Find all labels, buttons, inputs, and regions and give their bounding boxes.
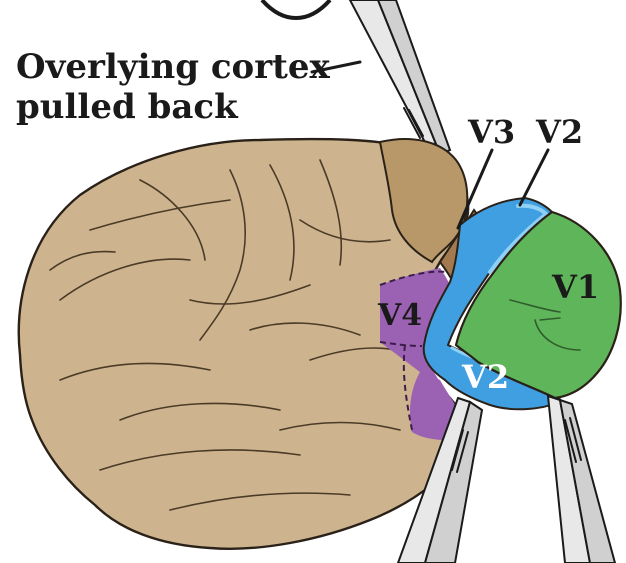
forceps-top-icon xyxy=(350,0,450,154)
label-v2-bottom: V2 xyxy=(461,358,509,396)
top-circle-fragment xyxy=(262,0,330,18)
label-v2-top: V2 xyxy=(535,113,583,151)
forceps-bottom-right-icon xyxy=(548,396,615,563)
label-v3: V3 xyxy=(467,113,515,151)
annotation-line-2: pulled back xyxy=(16,87,239,127)
v2-leader-line xyxy=(520,150,548,205)
label-v4: V4 xyxy=(377,298,422,333)
label-v1: V1 xyxy=(551,268,599,306)
annotation-line-1: Overlying cortex xyxy=(16,47,330,87)
